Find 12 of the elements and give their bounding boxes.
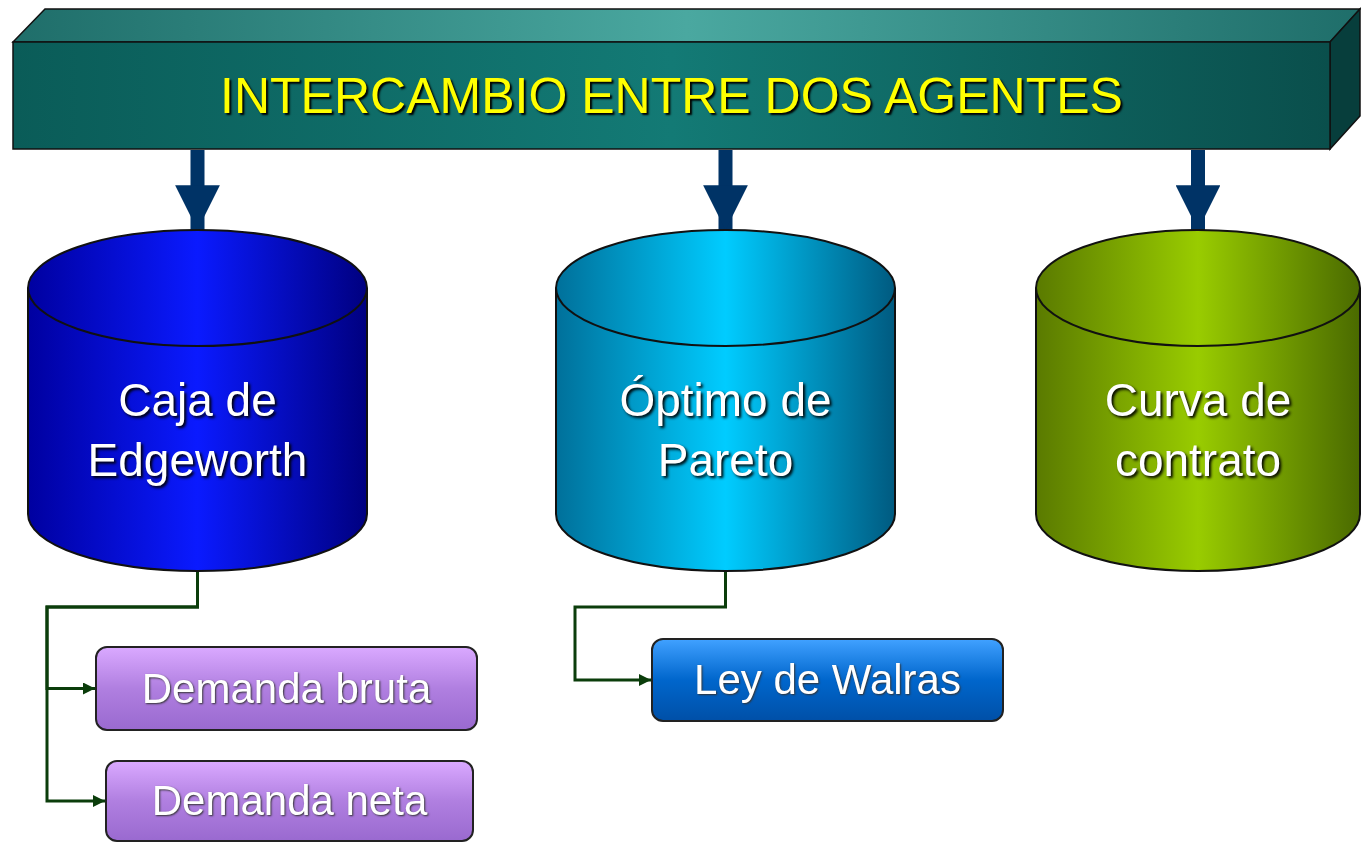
connector-arrow (45, 572, 199, 807)
block-arrow (175, 150, 220, 230)
cylinder-label: Curva de contrato (1103, 373, 1293, 488)
cylinder-label: Caja de Edgeworth (86, 373, 309, 488)
rounded-label-box: Demanda bruta (95, 646, 478, 731)
block-arrow (1175, 150, 1221, 230)
connector-arrow (573, 572, 727, 686)
cylinder-label: Óptimo de Pareto (618, 373, 833, 488)
banner-title: INTERCAMBIO ENTRE DOS AGENTES (220, 67, 1123, 125)
rounded-label-box: Ley de Walras (651, 638, 1004, 722)
block-arrow (703, 150, 748, 230)
rounded-label-box: Demanda neta (105, 760, 474, 842)
